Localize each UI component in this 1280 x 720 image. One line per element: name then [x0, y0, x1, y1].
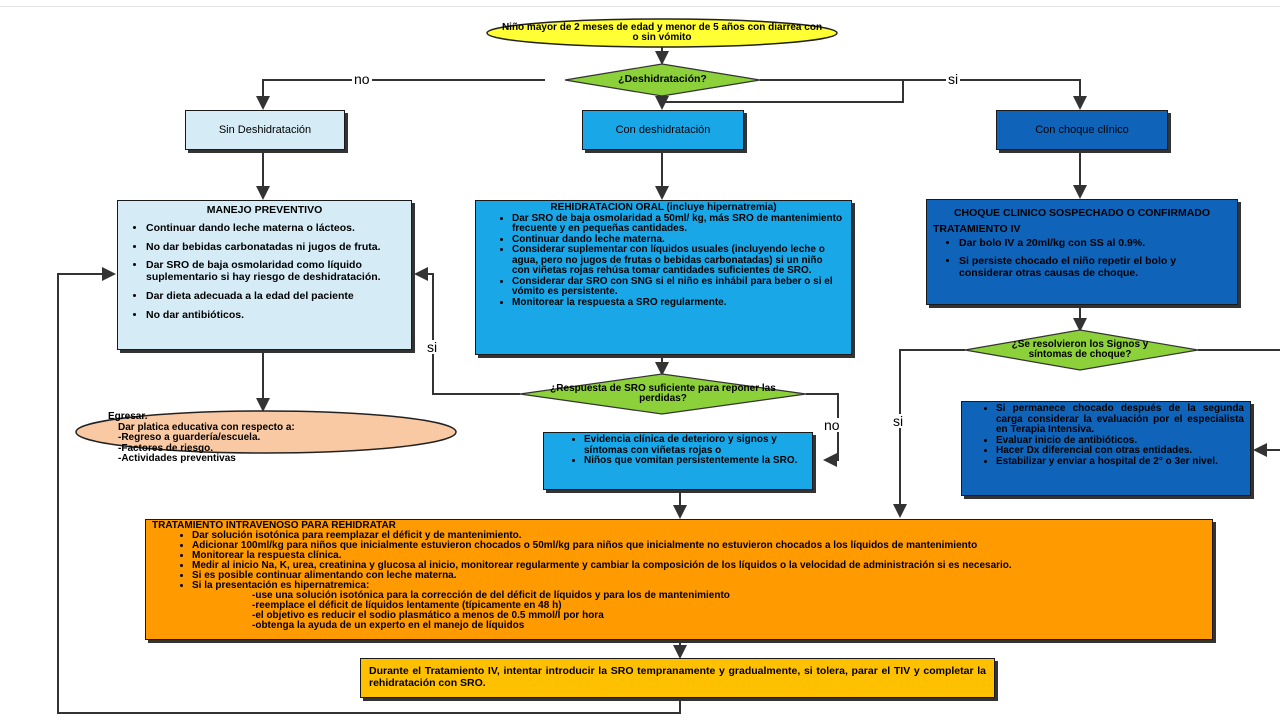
iv-title: TRATAMIENTO INTRAVENOSO PARA REHIDRATAR: [152, 520, 396, 531]
persistent-shock-item: Estabilizar y enviar a hospital de 2° o …: [996, 456, 1244, 468]
failure-item: Evidencia clínica de deterioro y signos …: [584, 434, 806, 456]
discharge-line: -Factores de riesgo.: [118, 442, 214, 454]
iv-item: Dar solución isotónica para reemplazar e…: [192, 531, 1206, 541]
decision-oral-diamond: [519, 373, 807, 415]
preventive-item: No dar antibióticos.: [146, 309, 405, 322]
decision-shock-text: ¿Se resolvieron los Signos y síntomas de…: [1011, 338, 1149, 360]
arrow-yes-to-preventive: [414, 267, 520, 395]
preventive-title: MANEJO PREVENTIVO: [206, 204, 323, 216]
failure-item: Niños que vomitan persistentemente la SR…: [584, 455, 806, 467]
top-divider: [0, 6, 1280, 7]
discharge-line: -Regreso a guardería/escuela.: [118, 432, 261, 443]
preventive-item: No dar bebidas carbonatadas ni jugos de …: [146, 241, 405, 254]
iv-item: Monitorear la respuesta clínica.: [192, 551, 1206, 561]
shock-suspected-box: CHOQUE CLINICO SOSPECHADO O CONFIRMADO T…: [926, 199, 1238, 305]
discharge-line: Dar platica educativa con respecto a:: [118, 421, 295, 433]
arrow-yes-to-iv: [893, 349, 965, 518]
preventive-item: Continuar dando leche materna o lácteos.: [146, 222, 405, 235]
oral-item: Dar SRO de baja osmolaridad a 50ml/ kg, …: [512, 213, 843, 235]
decision-dehydration-text: ¿Deshidratación?: [618, 73, 707, 86]
arrow-final-to-preventive: [57, 267, 681, 714]
iv-treatment-box: TRATAMIENTO INTRAVENOSO PARA REHIDRATAR …: [145, 519, 1213, 640]
persistent-shock-box: Si permanece chocado después de la segun…: [961, 401, 1251, 496]
shock-box: Con choque clínico: [996, 110, 1168, 150]
discharge-line: -Actividades preventivas: [118, 453, 236, 464]
preventive-box: MANEJO PREVENTIVO Continuar dando leche …: [117, 200, 412, 350]
label-si-oral: si: [425, 339, 440, 355]
persistent-shock-item: Si permanece chocado después de la segun…: [996, 403, 1244, 436]
start-oval: [486, 18, 838, 48]
oral-title: REHIDRATACION ORAL (incluye hipernatremi…: [550, 202, 777, 213]
discharge-oval: [75, 410, 457, 454]
iv-subitem: -reemplace el déficit de líquidos lentam…: [252, 600, 562, 611]
discharge-text: Egresar. Dar platica educativa con respe…: [108, 411, 428, 463]
with-dehydration-box: Con deshidratación: [582, 110, 744, 150]
label-si-shock: si: [891, 413, 906, 429]
iv-subitem: -el objetivo es reducir el sodio plasmát…: [252, 610, 604, 621]
decision-shock-diamond: [964, 329, 1199, 371]
persistent-shock-item: Evaluar inicio de antibióticos.: [996, 435, 1244, 447]
decision-oral-text: ¿Respuesta de SRO suficiente para repone…: [550, 382, 776, 404]
start-text: Niño mayor de 2 meses de edad y menor de…: [501, 21, 823, 43]
label-no-oral: no: [822, 417, 842, 433]
discharge-title: Egresar.: [108, 411, 148, 422]
shock-suspected-title: CHOQUE CLINICO SOSPECHADO O CONFIRMADO: [953, 207, 1211, 219]
decision-dehydration-diamond: [564, 63, 761, 97]
preventive-item: Dar SRO de baja osmolaridad como líquido…: [146, 259, 405, 284]
oral-item: Monitorear la respuesta a SRO regularmen…: [512, 297, 843, 309]
shock-suspected-item: Si persiste chocado el niño repetir el b…: [959, 255, 1231, 280]
arrow-no-dehydration: [256, 79, 545, 110]
iv-subitem: -obtenga la ayuda de un experto en el ma…: [252, 620, 525, 631]
label-si-top: si: [946, 71, 961, 87]
oral-rehydration-box: REHIDRATACION ORAL (incluye hipernatremi…: [475, 200, 852, 355]
shock-suspected-subtitle: TRATAMIENTO IV: [933, 222, 1021, 235]
iv-item: Medir al inicio Na, K, urea, creatinina …: [192, 561, 1206, 571]
oral-item: Considerar suplementar con líquidos usua…: [512, 244, 843, 277]
iv-item: Si la presentación es hipernatremica:: [192, 581, 1206, 591]
arrow-with-dehydration: [655, 80, 904, 110]
shock-suspected-item: Dar bolo IV a 20ml/kg con SS al 0.9%.: [959, 237, 1231, 250]
oral-item: Considerar dar SRO con SNG si el niño es…: [512, 276, 843, 298]
persistent-shock-item: Hacer Dx diferencial con otras entidades…: [996, 445, 1244, 457]
final-box: Durante el Tratamiento IV, intentar intr…: [360, 658, 995, 698]
oral-item: Continuar dando leche materna.: [512, 234, 843, 246]
no-dehydration-box: Sin Deshidratación: [185, 110, 345, 150]
label-no-top: no: [352, 71, 372, 87]
iv-subitem: -use una solución isotónica para la corr…: [252, 590, 730, 601]
failure-box: Evidencia clínica de deterioro y signos …: [543, 432, 813, 490]
iv-item: Si es posible continuar alimentando con …: [192, 571, 1206, 581]
arrow-shock: [760, 79, 1087, 110]
iv-item: Adicionar 100ml/kg para niños que inicia…: [192, 541, 1206, 551]
preventive-item: Dar dieta adecuada a la edad del pacient…: [146, 290, 405, 303]
